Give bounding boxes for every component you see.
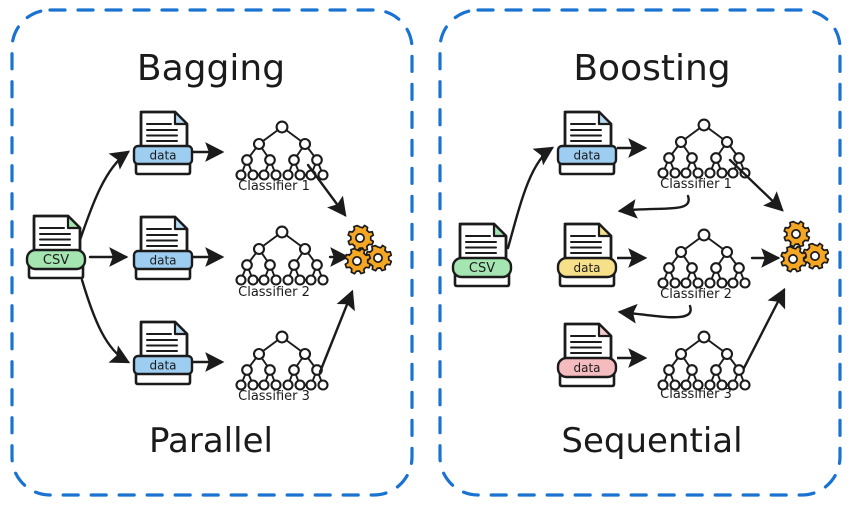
doc-fold-corner	[597, 222, 613, 238]
boosting-classifier-1-label: Classifier 1	[660, 177, 732, 192]
data-banner	[556, 356, 618, 379]
panel-footer-boosting: Sequential	[561, 421, 742, 461]
gear-icon	[783, 220, 811, 248]
doc-fold-corner	[173, 215, 189, 231]
csv-banner	[451, 256, 513, 279]
panel-footer-bagging: Parallel	[149, 421, 273, 461]
bagging-data-document-2: data	[132, 215, 194, 281]
data-banner	[556, 144, 618, 166]
doc-fold-corner	[597, 322, 613, 338]
boosting-data-document-1: data	[556, 110, 618, 176]
edge-csv-to-data-1-boost	[506, 146, 555, 250]
bagging-aggregation-edges	[306, 163, 355, 374]
bagging-output-gears	[344, 224, 393, 275]
bagging-source-branches	[78, 150, 131, 364]
edge-csv-to-data-3	[80, 278, 131, 364]
boosting-data-document-3: data	[556, 322, 618, 388]
edge-tree3-to-output-boost	[742, 287, 786, 370]
gear-icon	[780, 245, 808, 273]
bagging-classifier-3-label: Classifier 3	[238, 389, 310, 404]
boosting-classifier-2-label: Classifier 2	[660, 287, 732, 302]
boosting-source-document: CSV	[451, 222, 513, 288]
edge-tree1-to-output-boost	[728, 158, 784, 212]
panel-title-boosting: Boosting	[573, 48, 730, 89]
data-banner	[132, 249, 194, 271]
boosting-data-document-2: data	[556, 222, 618, 288]
bagging-data-document-3: data	[132, 320, 194, 386]
boosting-sequential-edges	[617, 194, 692, 324]
data-banner	[132, 354, 194, 376]
doc-fold-corner	[66, 214, 82, 230]
data-banner-label: data	[149, 254, 176, 268]
panel-frame-bagging	[10, 8, 414, 497]
boosting-classifier-2-tree	[657, 228, 751, 289]
boosting-output-gears	[780, 220, 830, 273]
bagging-classifier-1-label: Classifier 1	[238, 179, 310, 194]
panel-frame-boosting	[438, 8, 842, 497]
data-banner-label: data	[149, 359, 176, 373]
edge-classifier2-to-data3	[617, 303, 692, 324]
doc-fold-corner	[173, 320, 189, 336]
data-banner-label: data	[573, 149, 600, 163]
data-banner-label: data	[573, 361, 600, 375]
bagging-classifier-1-tree	[235, 120, 329, 181]
edge-classifier1-to-data2	[617, 194, 690, 219]
doc-fold-corner	[173, 110, 189, 126]
edge-tree3-to-output	[318, 289, 355, 374]
doc-fold-corner	[492, 222, 508, 238]
boosting-classifier-1-tree	[657, 118, 751, 179]
csv-banner-label: CSV	[469, 261, 495, 276]
panel-title-bagging: Bagging	[137, 48, 285, 89]
data-banner	[556, 256, 618, 279]
gear-icon	[347, 224, 375, 252]
bagging-classifier-3-tree	[235, 330, 329, 391]
data-banner	[132, 144, 194, 166]
bagging-data-document-1: data	[132, 110, 194, 176]
edge-csv-to-data-1	[78, 150, 130, 242]
bagging-source-document: CSV	[25, 214, 87, 280]
bagging-classifier-2-label: Classifier 2	[238, 285, 310, 300]
csv-banner	[25, 248, 87, 271]
boosting-classifier-3-label: Classifier 3	[660, 387, 732, 402]
data-banner-label: data	[573, 261, 600, 275]
doc-fold-corner	[597, 110, 613, 126]
boosting-classifier-3-tree	[657, 330, 751, 391]
edge-tree1-to-output	[306, 163, 347, 217]
csv-banner-label: CSV	[43, 253, 69, 268]
boosting-aggregation-edges	[728, 158, 786, 370]
bagging-classifier-2-tree	[235, 225, 329, 286]
data-banner-label: data	[149, 149, 176, 163]
